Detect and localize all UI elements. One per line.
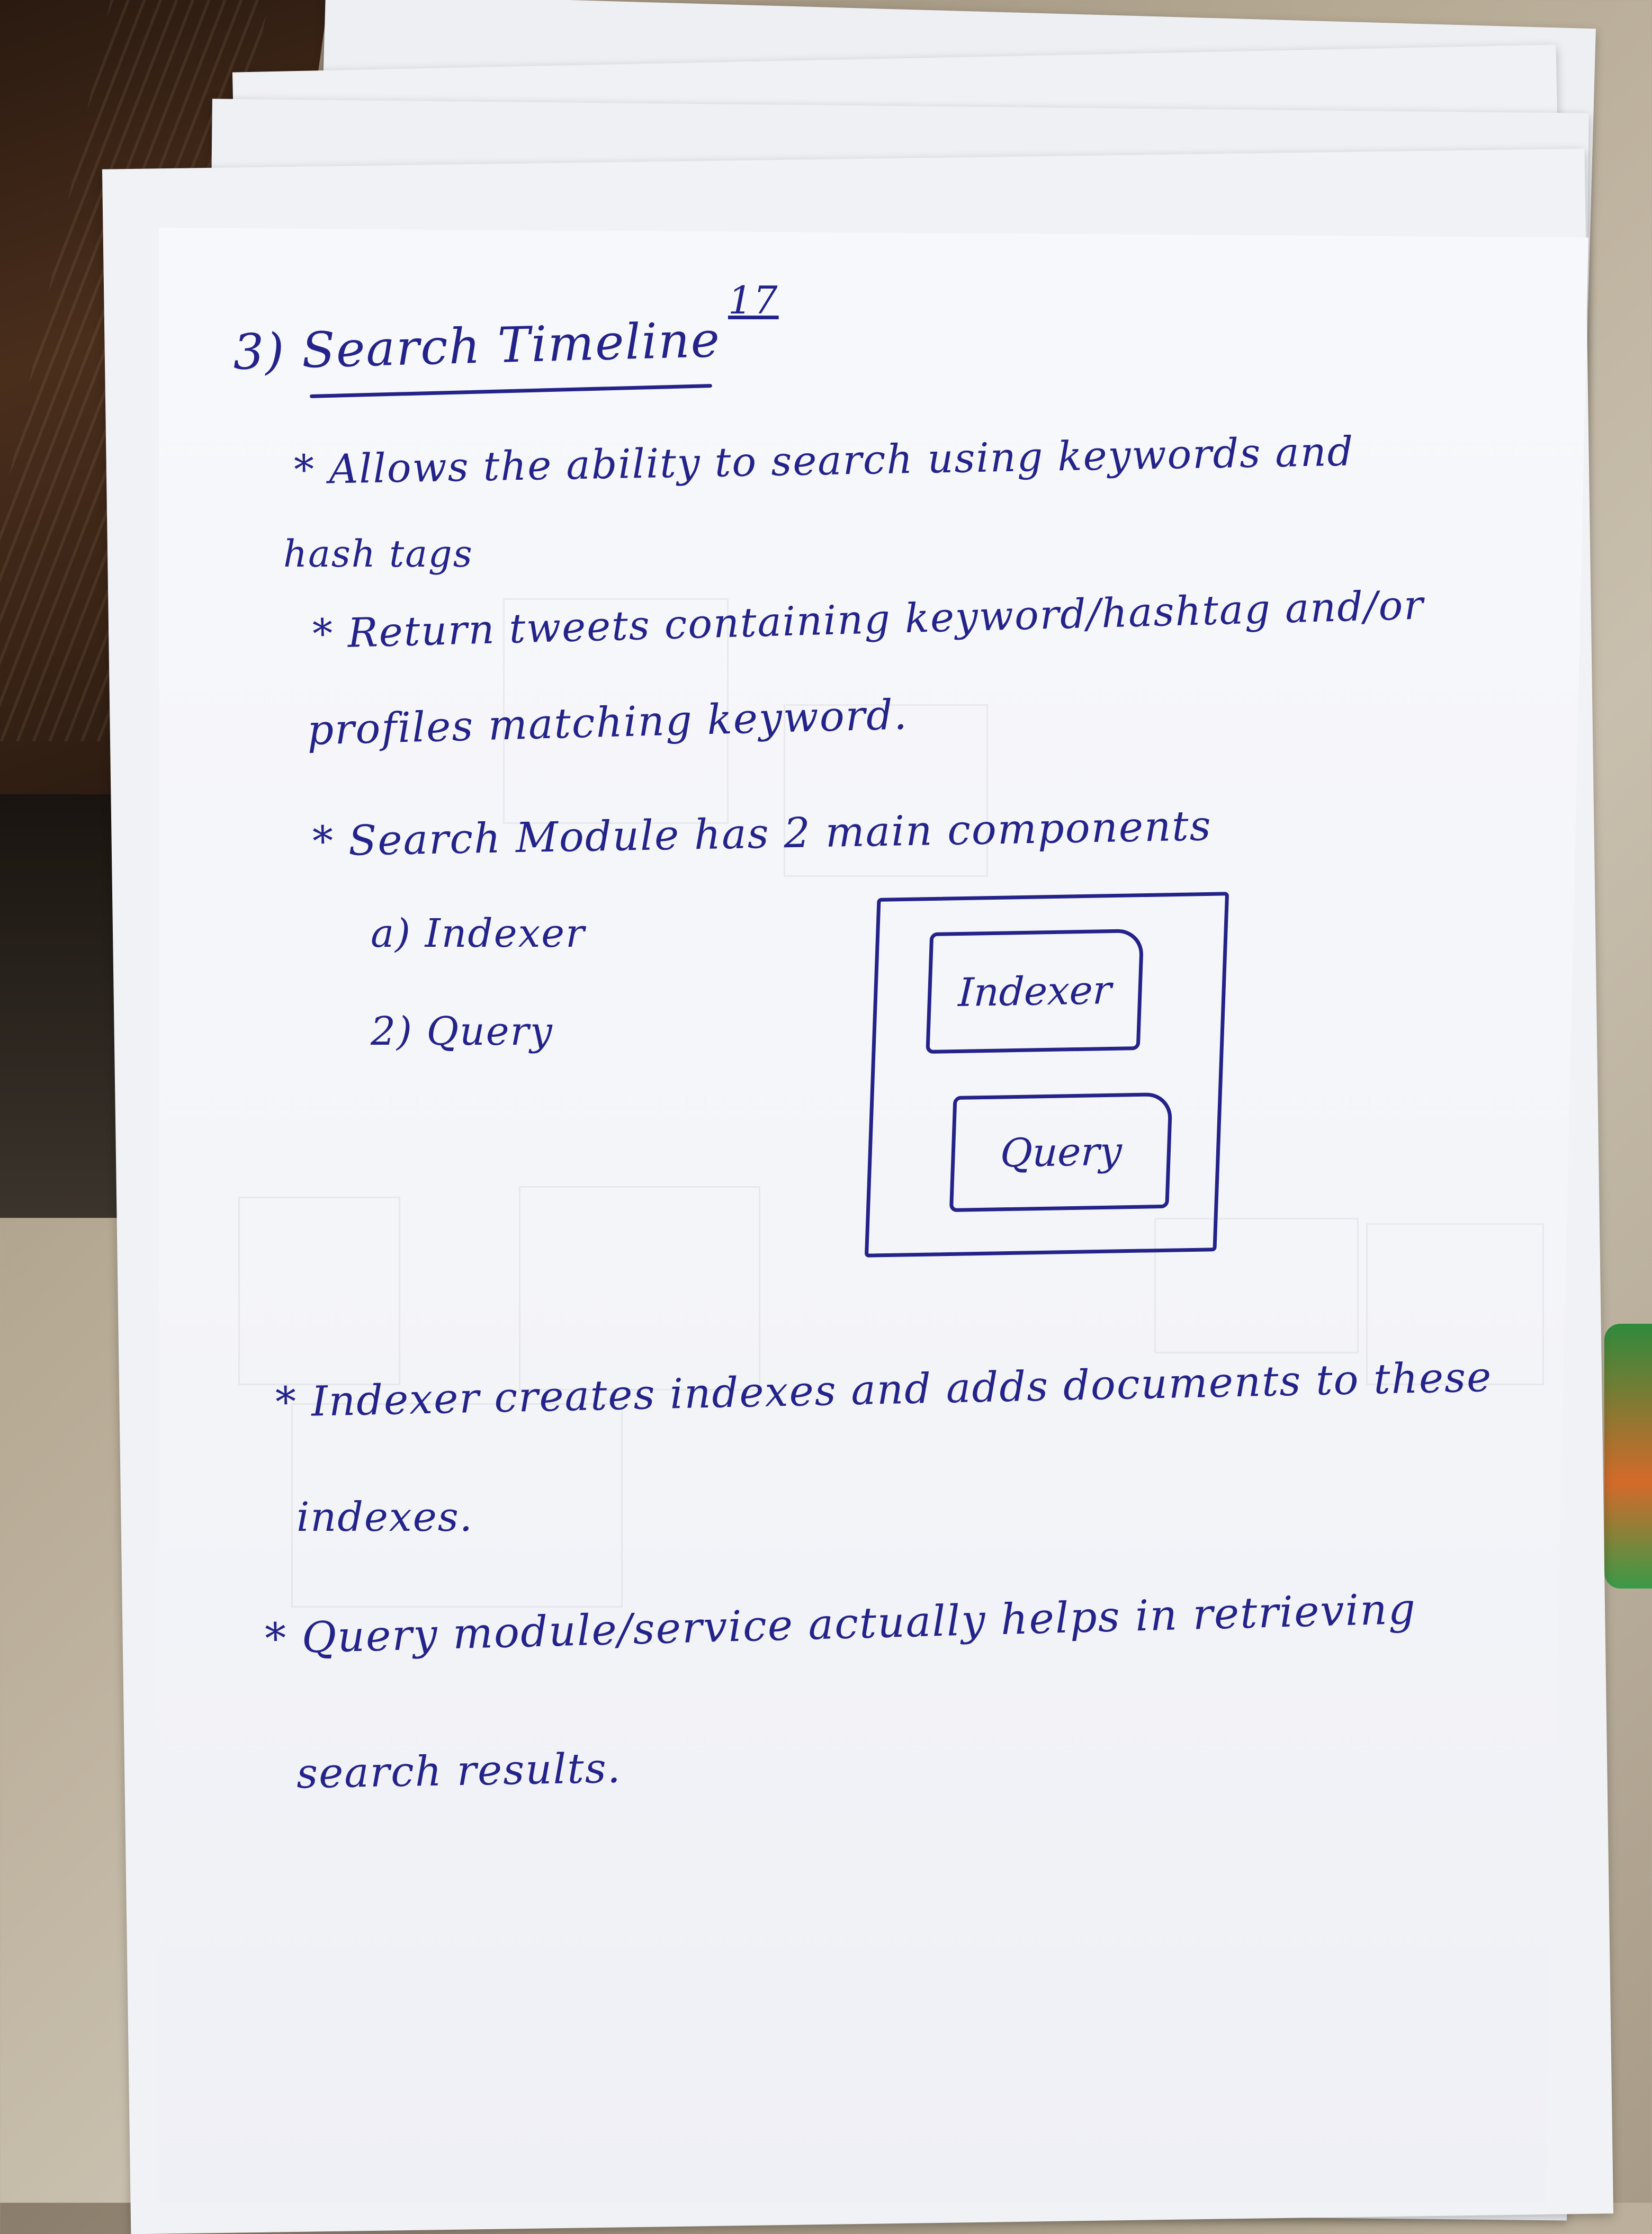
footer-note: indexes. [297, 1493, 473, 1540]
notebook-page [159, 228, 1588, 2203]
indexer-box: Indexer [926, 929, 1144, 1054]
footer-note: search results. [296, 1744, 622, 1798]
bleed-through-box [519, 1186, 760, 1390]
bullet-line: a) Indexer [371, 911, 586, 956]
bleed-through-box [1154, 1218, 1359, 1353]
bullet-line: 2) Query [371, 1009, 553, 1054]
search-module-diagram: Indexer Query [864, 892, 1229, 1258]
bleed-through-box [784, 704, 988, 877]
bleed-through-box [1366, 1223, 1544, 1385]
bleed-through-box [291, 1403, 623, 1608]
bleed-through-box [238, 1197, 400, 1385]
query-box: Query [949, 1092, 1173, 1213]
bullet-line: hash tags [283, 532, 473, 576]
colored-object [1604, 1324, 1652, 1589]
page-number: 17 [728, 278, 779, 322]
bleed-through-box [503, 598, 729, 824]
